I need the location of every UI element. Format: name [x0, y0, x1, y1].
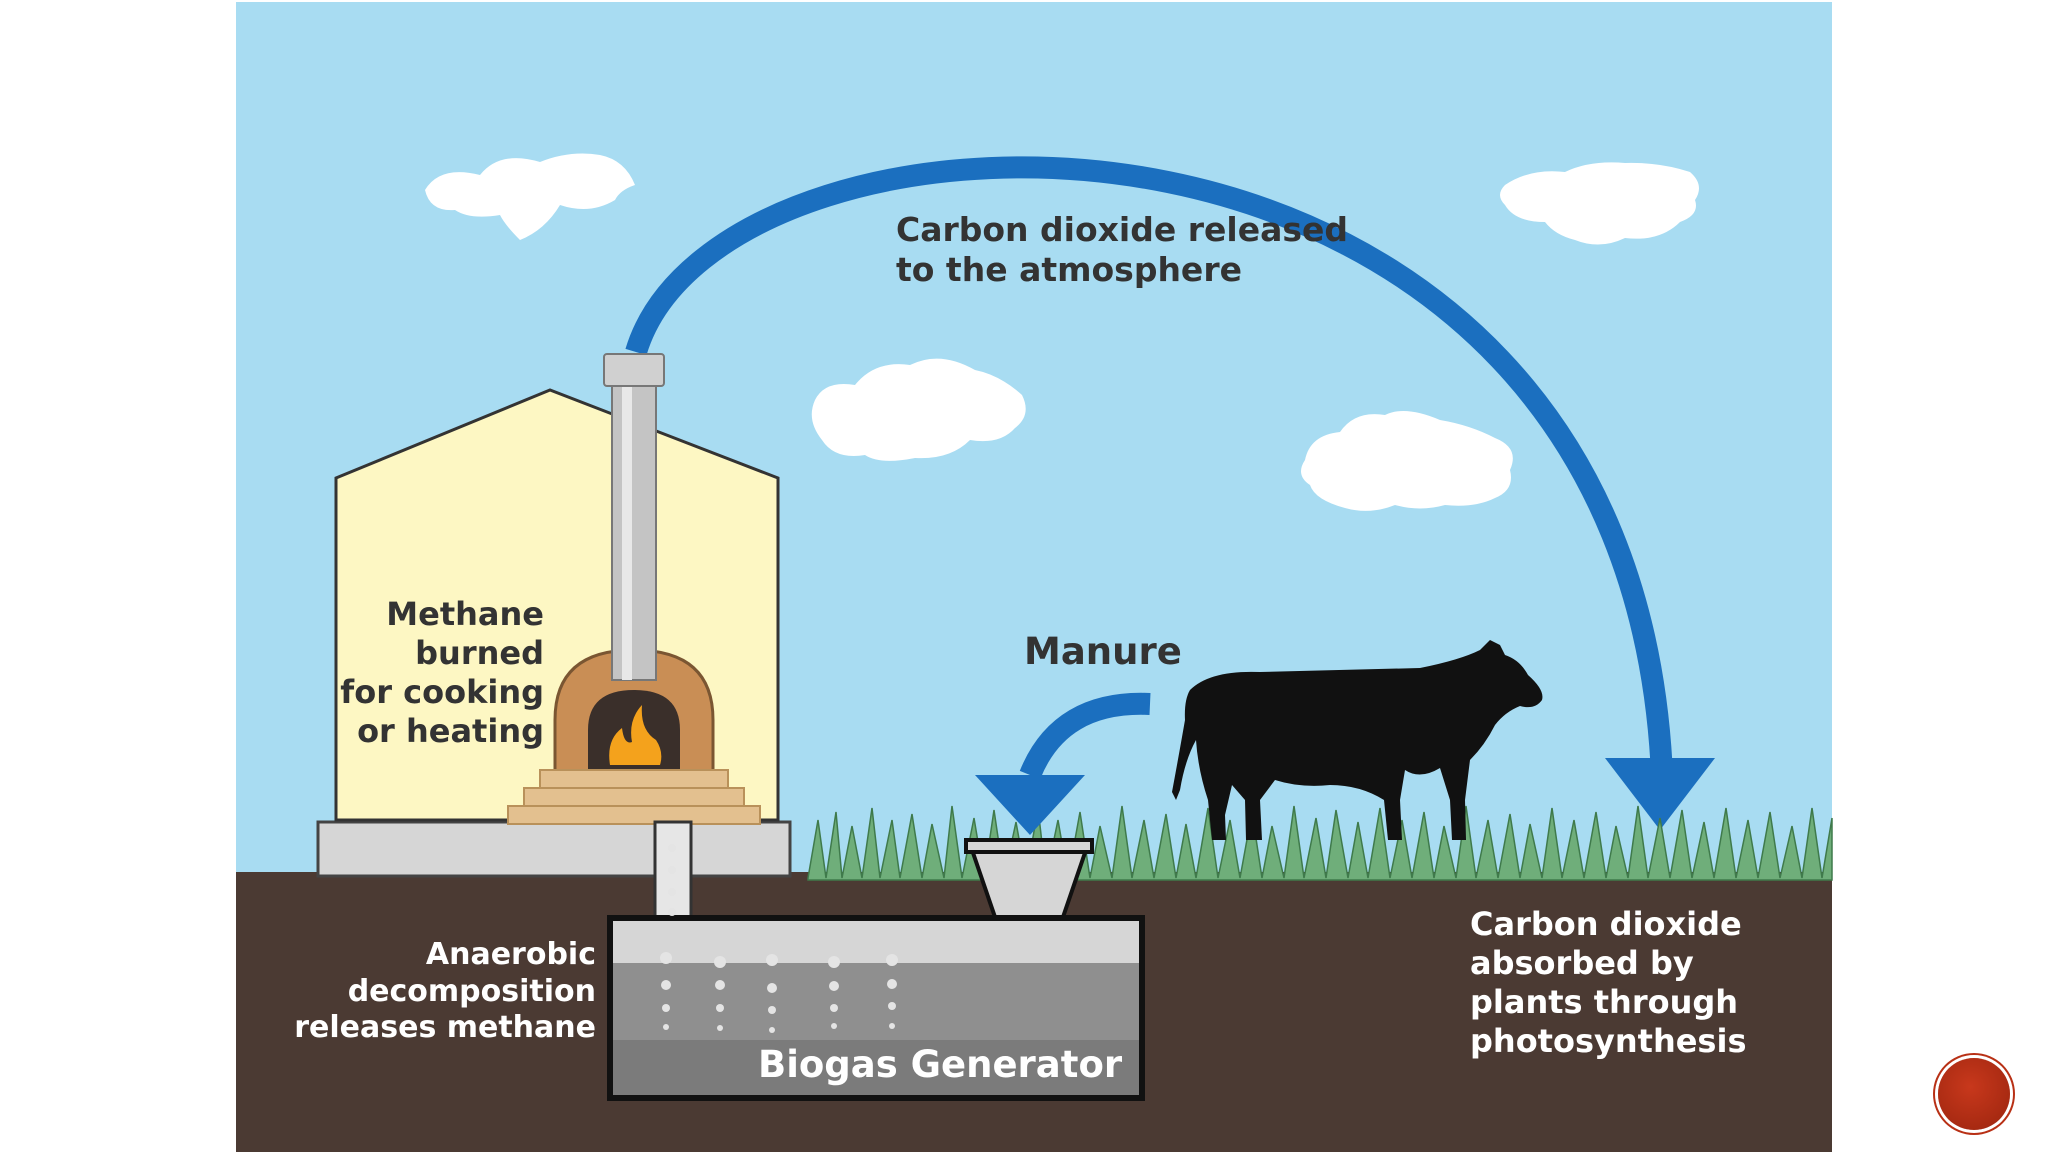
- manure-label: Manure: [1024, 630, 1182, 673]
- cloud-icon: [811, 358, 1026, 461]
- co2-cycle-arrow: [625, 156, 1673, 776]
- gas-bubbles: [660, 844, 898, 1033]
- co2-absorbed-label: Carbon dioxide absorbed by plants throug…: [1470, 905, 1747, 1061]
- manure-arrow-head: [975, 775, 1085, 835]
- brick-base: [507, 769, 761, 825]
- manure-arrow: [1019, 692, 1151, 780]
- funnel-icon: [964, 838, 1094, 922]
- arrow-head-down: [1605, 758, 1715, 830]
- methane-burned-label: Methane burned for cooking or heating: [340, 595, 544, 751]
- cow-icon: [1172, 640, 1543, 840]
- anaerobic-label: Anaerobic decomposition releases methane: [294, 937, 596, 1046]
- next-slide-button[interactable]: [1938, 1058, 2010, 1130]
- cloud-icon: [425, 153, 635, 240]
- biogas-generator-label: Biogas Generator: [758, 1043, 1123, 1086]
- cloud-icon: [1500, 162, 1699, 245]
- cloud-icon: [1301, 411, 1513, 511]
- biogas-tank-icon: [607, 915, 1145, 1101]
- co2-released-label: Carbon dioxide released to the atmospher…: [896, 210, 1348, 290]
- chimney-icon: [603, 353, 665, 681]
- fire-icon: [609, 705, 662, 765]
